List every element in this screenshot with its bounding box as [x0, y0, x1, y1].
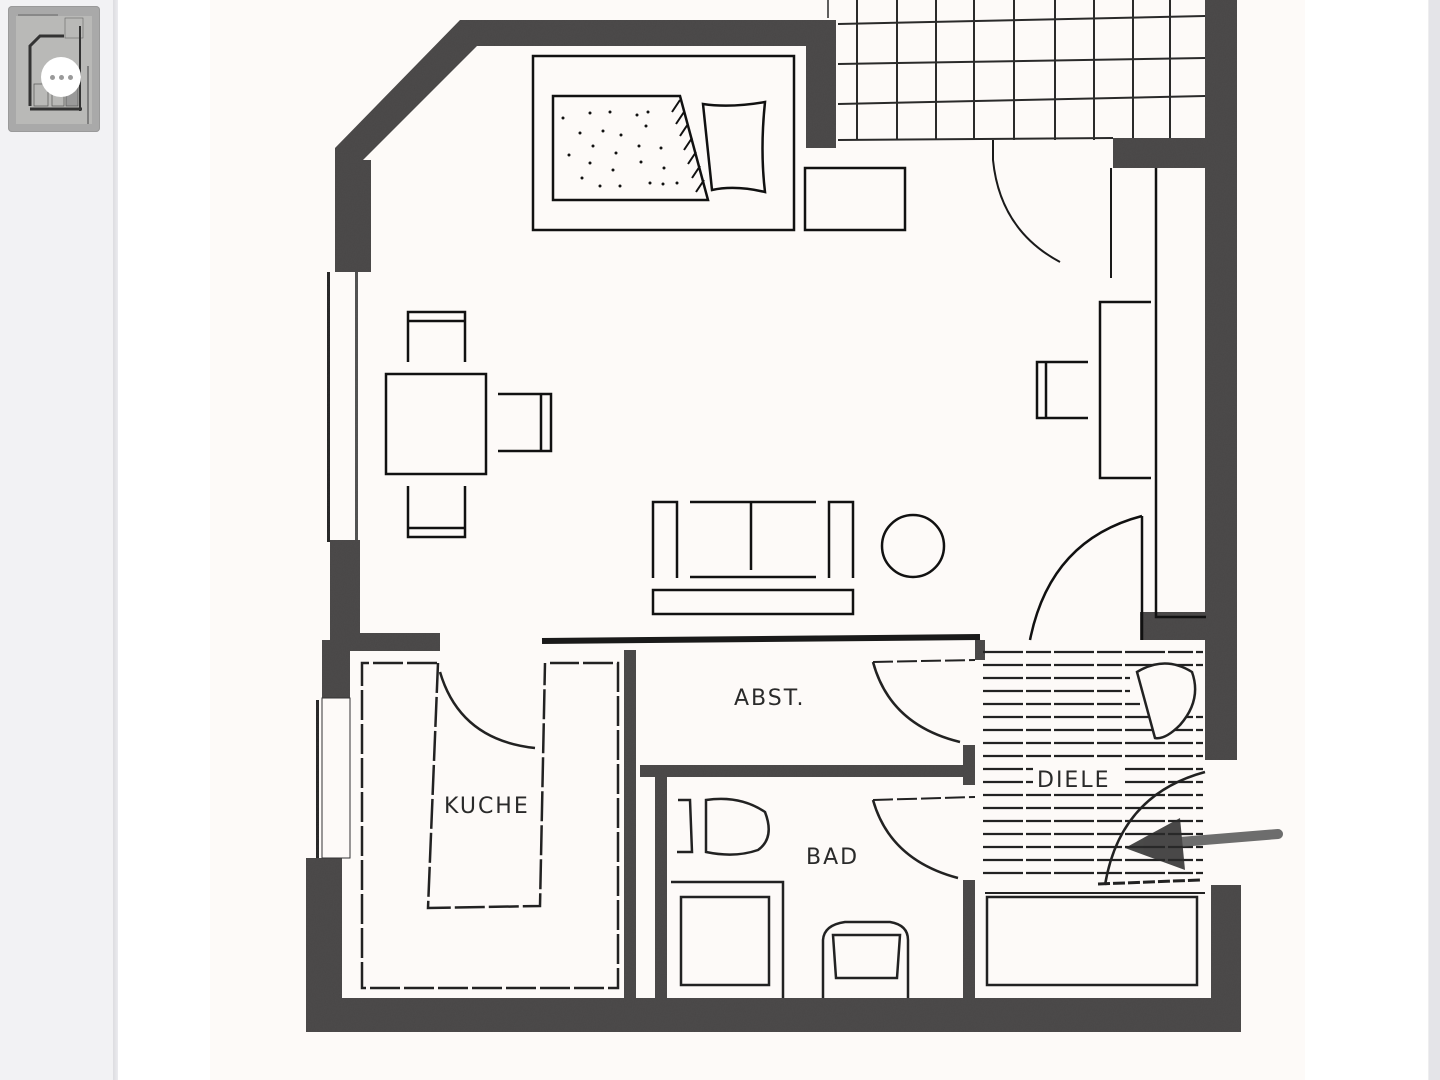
desk-chair [1035, 360, 1088, 420]
dining-table [384, 372, 488, 476]
kitchen-counter [360, 661, 620, 990]
room-label-bathroom: BAD [806, 845, 860, 870]
thumbnail-sidebar [0, 0, 113, 1080]
wardrobe [1154, 168, 1206, 619]
sidebar-divider[interactable] [113, 0, 118, 1080]
bathroom-fixtures [671, 796, 976, 998]
storage-door [871, 661, 961, 744]
pillow [701, 100, 767, 194]
coat-rack [1135, 662, 1197, 740]
entrance-arrow [1125, 818, 1283, 870]
entrance-door [1103, 770, 1206, 886]
room-label-hallway: DIELE [1037, 768, 1111, 793]
more-options-button[interactable] [41, 57, 81, 97]
document-page: ABST. KUCHE BAD DIELE [210, 0, 1305, 1080]
room-label-kitchen: KUCHE [444, 794, 530, 819]
desk-area [1035, 168, 1206, 619]
bed [531, 54, 796, 232]
desk [1098, 300, 1151, 480]
balcony-tiles [827, 0, 1206, 141]
shower-tray [671, 880, 785, 998]
kitchen-door [438, 671, 536, 750]
bathroom-door [871, 799, 959, 880]
floor-plan [306, 0, 1283, 1032]
hallway-floor [983, 650, 1203, 875]
more-horizontal-icon [49, 74, 55, 80]
nightstand [803, 166, 907, 232]
vertical-scrollbar[interactable] [1428, 0, 1440, 1080]
living-door [1028, 514, 1143, 641]
walls [306, 0, 1241, 1032]
sink [821, 920, 910, 998]
toilet-tank [677, 798, 694, 854]
sofa [651, 500, 855, 616]
dining-set [384, 310, 553, 539]
balcony-door [992, 140, 1112, 278]
partition-wall [541, 634, 981, 644]
toilet [704, 797, 770, 856]
page-thumbnail[interactable] [8, 6, 100, 132]
room-label-storage: ABST. [734, 686, 806, 711]
shower [679, 895, 771, 987]
shoe-cabinet [985, 895, 1199, 987]
coffee-table-round [880, 513, 946, 579]
